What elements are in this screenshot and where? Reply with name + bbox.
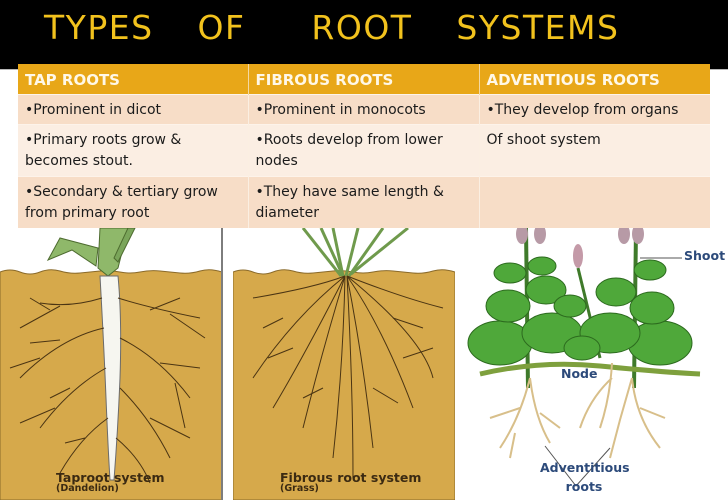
adventitious-roots-label: Adventitious roots <box>540 460 630 494</box>
table-cell <box>479 175 710 228</box>
fibrous-caption-title: Fibrous root system <box>280 470 422 485</box>
taproot-caption-example: (Dandelion) <box>56 483 119 494</box>
table-row: •Prominent in dicot •Prominent in monoco… <box>18 93 710 124</box>
adventitious-root-drawing <box>467 228 701 487</box>
slide-title: TYPES OF ROOT SYSTEMS <box>44 8 620 47</box>
taproot-illustration: Taproot system (Dandelion) <box>0 228 222 500</box>
table-cell: •Roots develop from lower nodes <box>248 123 480 176</box>
taproot-caption: Taproot system (Dandelion) <box>56 470 164 494</box>
table-cell: •They develop from organs <box>479 93 710 124</box>
table-cell: •Primary roots grow & becomes stout. <box>18 123 249 176</box>
adventitious-roots-label-line1: Adventitious <box>540 460 630 475</box>
taproot-caption-title: Taproot system <box>56 470 165 485</box>
root-types-table: TAP ROOTS FIBROUS ROOTS ADVENTIOUS ROOTS… <box>18 64 710 228</box>
table-header-row: TAP ROOTS FIBROUS ROOTS ADVENTIOUS ROOTS <box>18 64 710 94</box>
header-fibrous-roots: FIBROUS ROOTS <box>248 64 480 94</box>
header-tap-roots: TAP ROOTS <box>18 64 249 94</box>
taproot-drawing <box>0 228 222 500</box>
table-cell: Of shoot system <box>479 123 710 176</box>
shoot-label: Shoot <box>684 248 726 263</box>
adventitious-roots-label-line2: roots <box>565 479 603 494</box>
table-cell: •They have same length & diameter <box>248 175 480 228</box>
figure-divider-left <box>221 228 223 500</box>
adventitious-root-illustration: Shoot Node Adventitious roots <box>460 228 728 500</box>
fibrous-caption: Fibrous root system (Grass) <box>280 470 421 494</box>
table-cell: •Prominent in monocots <box>248 93 480 124</box>
title-band: TYPES OF ROOT SYSTEMS <box>0 0 728 66</box>
fibrous-root-illustration: Fibrous root system (Grass) <box>233 228 455 500</box>
table-cell: •Secondary & tertiary grow from primary … <box>18 175 249 228</box>
fibrous-caption-example: (Grass) <box>280 483 319 494</box>
table-cell: •Prominent in dicot <box>18 93 249 124</box>
node-label: Node <box>561 366 598 381</box>
header-adventious-roots: ADVENTIOUS ROOTS <box>479 64 710 94</box>
table-row: •Primary roots grow & becomes stout. •Ro… <box>18 123 710 176</box>
table-row: •Secondary & tertiary grow from primary … <box>18 175 710 228</box>
fibrous-root-drawing <box>233 228 455 500</box>
